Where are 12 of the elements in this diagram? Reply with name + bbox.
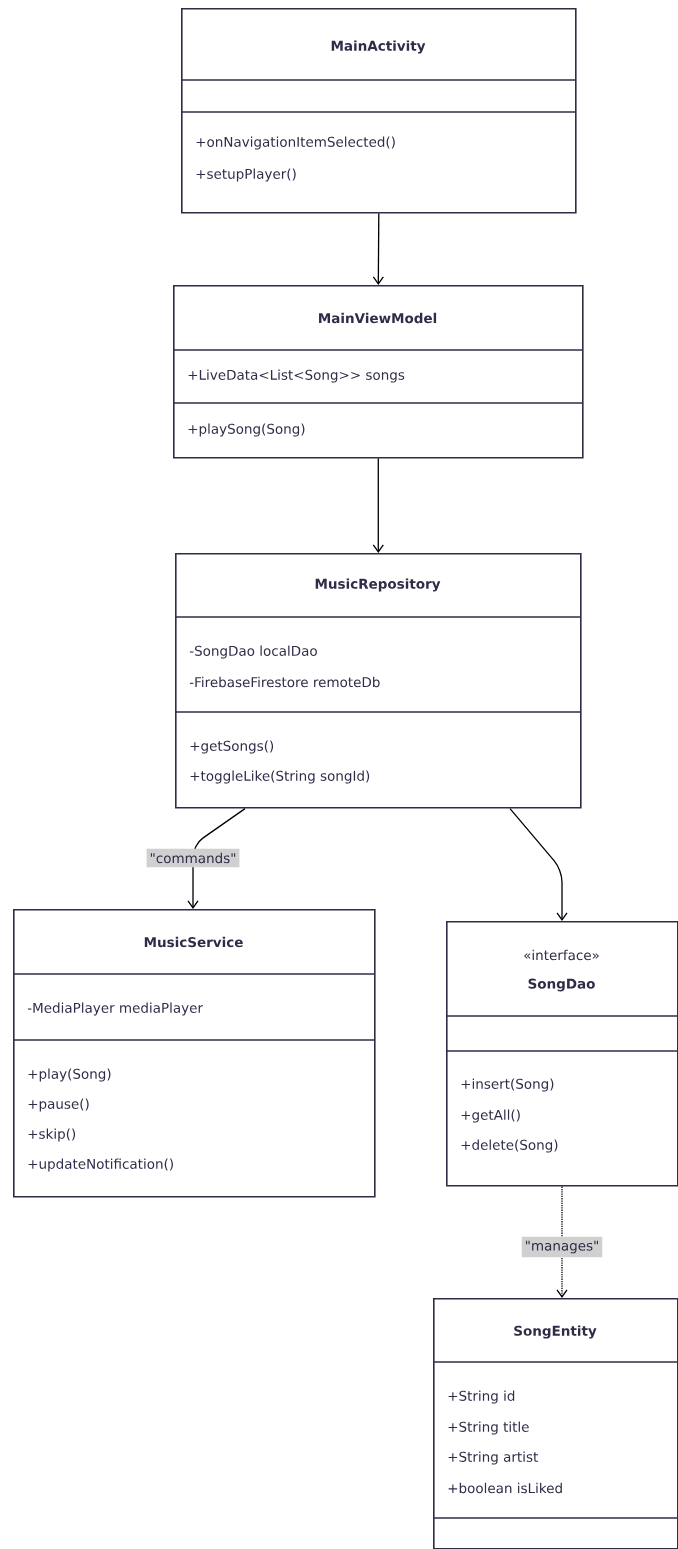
arrow: [556, 1185, 568, 1298]
class-box: MusicRepository -SongDao localDao -FirebaseFirestore remoteDb +getSongs() +toggleLike(String songId): [174, 553, 582, 809]
arrow: [372, 212, 384, 285]
edge-label: "manages": [521, 1236, 603, 1258]
class-box: MainViewModel +LiveData<List<Song>> songs +playSong(Song): [172, 285, 584, 459]
class-box: MusicService -MediaPlayer mediaPlayer +play(Song) +pause() +skip() +updateNotification(): [12, 909, 376, 1198]
edge-label: "commands": [146, 848, 240, 868]
arrow: [509, 807, 568, 921]
arrow: [372, 457, 384, 553]
class-box: MainActivity +onNavigationItemSelected() +setupPlayer(): [180, 8, 577, 214]
class-box: SongEntity +String id +String title +String artist +boolean isLiked: [432, 1298, 678, 1549]
class-box: «interface» SongDao +insert(Song) +getAll() +delete(Song): [445, 921, 678, 1187]
